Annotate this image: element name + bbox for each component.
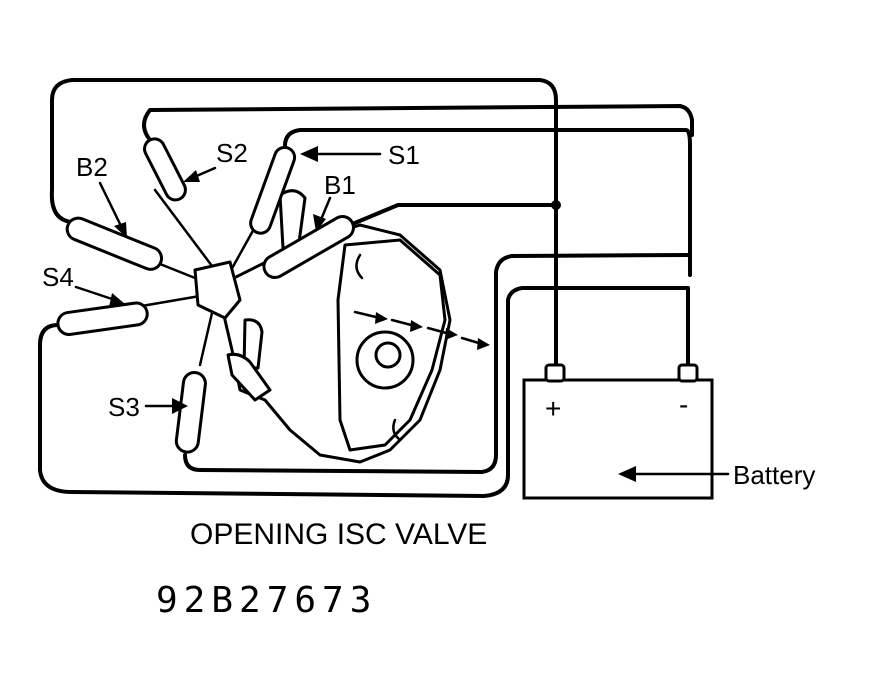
battery-positive-label: + (545, 393, 561, 424)
probe-b2 (65, 216, 164, 271)
isc-valve (193, 189, 490, 464)
probe-s2 (143, 137, 187, 202)
label-s1: S1 (388, 140, 420, 170)
label-b1: B1 (324, 170, 356, 200)
label-arrows (74, 146, 730, 482)
label-s2: S2 (216, 138, 248, 168)
probe-b1 (262, 215, 355, 279)
figure-code: 92B27673 (156, 580, 377, 621)
label-s4: S4 (42, 262, 74, 292)
label-s3: S3 (108, 392, 140, 422)
figure-caption: OPENING ISC VALVE (190, 518, 487, 551)
battery-negative-label: - (679, 389, 688, 420)
label-battery: Battery (733, 460, 815, 490)
label-b2: B2 (76, 152, 108, 182)
probe-s4 (56, 301, 149, 336)
probe-s3 (174, 371, 207, 454)
probes (56, 137, 355, 454)
battery: + - (522, 363, 714, 500)
probe-s1 (249, 145, 297, 235)
